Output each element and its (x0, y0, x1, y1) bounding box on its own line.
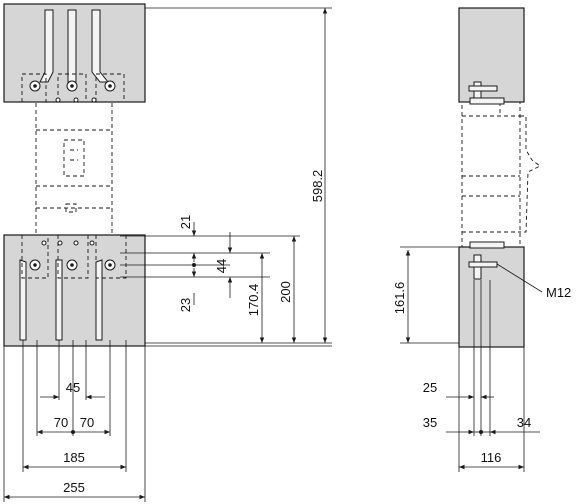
dim-side-25: 25 (423, 380, 437, 395)
dim-top-offset: 21 (178, 215, 193, 229)
dim-side-116: 116 (481, 450, 502, 465)
dim-side-height: 161.6 (392, 282, 407, 315)
dim-pitch-45: 45 (66, 380, 80, 395)
top-terminal-bolts (29, 80, 116, 103)
front-horizontal-dimensions (3, 340, 146, 502)
top-busbars (21, 9, 125, 102)
front-view (3, 3, 146, 347)
dim-width-185: 185 (63, 450, 85, 465)
bottom-terminal-bolts (29, 240, 116, 271)
dim-side-35: 35 (423, 415, 437, 430)
dim-pitch-70-left: 70 (54, 415, 68, 430)
side-bottom-terminal (468, 241, 505, 280)
bottom-busbars (19, 235, 127, 341)
side-body (461, 101, 541, 248)
dim-height-200: 200 (278, 281, 293, 303)
bottom-block (3, 234, 146, 347)
front-vertical-dimensions (120, 7, 332, 347)
label-bolt-size: M12 (546, 285, 571, 300)
dim-pitch-70-right: 70 (80, 415, 94, 430)
dim-bottom-offset: 23 (178, 298, 193, 312)
dim-side-34: 34 (517, 415, 531, 430)
dim-terminal-spacing: 44 (214, 259, 229, 273)
side-view (458, 7, 543, 348)
breaker-body (35, 101, 113, 236)
dim-overall-height: 598.2 (310, 170, 325, 203)
dim-height-170: 170.4 (246, 284, 261, 317)
dim-width-255: 255 (63, 480, 85, 495)
side-top-terminal (468, 81, 505, 105)
side-dimensions (400, 246, 540, 472)
